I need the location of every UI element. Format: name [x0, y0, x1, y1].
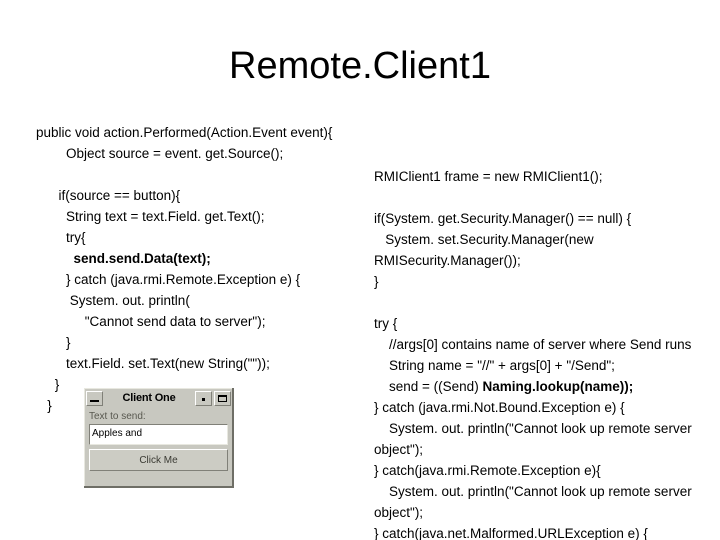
- code-line: [374, 187, 704, 208]
- window-title-bar: Client One: [84, 388, 232, 407]
- code-text: text.Field. set.Text(new String(""));: [36, 356, 270, 371]
- code-line: text.Field. set.Text(new String(""));: [36, 353, 372, 374]
- click-me-button[interactable]: Click Me: [89, 449, 228, 471]
- code-text: Object source = event. get.Source();: [36, 146, 284, 161]
- code-text: //args[0] contains name of server where …: [374, 337, 692, 352]
- code-line: [36, 164, 372, 185]
- code-text: RMISecurity.Manager());: [374, 253, 521, 268]
- code-text: }: [36, 398, 52, 413]
- code-text-emphasis: Naming.lookup(name));: [482, 379, 634, 394]
- code-line: send = ((Send) Naming.lookup(name));: [374, 376, 704, 397]
- code-line: System. out. println(: [36, 290, 372, 311]
- maximize-icon[interactable]: [214, 390, 231, 406]
- code-line: String name = "//" + args[0] + "/Send";: [374, 355, 704, 376]
- code-line: String text = text.Field. get.Text();: [36, 206, 372, 227]
- code-line: }: [374, 271, 704, 292]
- code-line: }: [36, 395, 372, 416]
- code-line: public void action.Performed(Action.Even…: [36, 122, 372, 143]
- code-line: try{: [36, 227, 372, 248]
- code-line: send.send.Data(text);: [36, 248, 372, 269]
- code-line: //args[0] contains name of server where …: [374, 334, 704, 355]
- code-line: if(System. get.Security.Manager() == nul…: [374, 208, 704, 229]
- code-text: if(System. get.Security.Manager() == nul…: [374, 211, 632, 226]
- text-to-send-input[interactable]: Apples and: [89, 424, 228, 445]
- code-text: "Cannot send data to server");: [36, 314, 266, 329]
- code-text: try {: [374, 316, 398, 331]
- code-line: try {: [374, 313, 704, 334]
- code-line: RMISecurity.Manager());: [374, 250, 704, 271]
- code-line: }: [36, 332, 372, 353]
- window-title-label: Client One: [122, 392, 176, 404]
- code-line: if(source == button){: [36, 185, 372, 206]
- code-line: [374, 292, 704, 313]
- page-title: Remote.Client1: [229, 45, 491, 87]
- code-text: System. set.Security.Manager(new: [374, 232, 594, 247]
- code-text: send = ((Send): [374, 379, 483, 394]
- code-text: System. out. println("Cannot look up rem…: [374, 484, 696, 520]
- code-text: public void action.Performed(Action.Even…: [36, 125, 333, 140]
- code-line: System. out. println("Cannot look up rem…: [374, 418, 704, 460]
- code-text: System. out. println(: [36, 293, 190, 308]
- code-block-left: public void action.Performed(Action.Even…: [36, 122, 372, 416]
- client-one-window-screenshot: Client One Text to send: Apples and Clic…: [84, 388, 234, 488]
- code-text: if(source == button){: [36, 188, 181, 203]
- code-line: RMIClient1 frame = new RMIClient1();: [374, 166, 704, 187]
- restore-icon[interactable]: [195, 390, 212, 406]
- code-line: } catch (java.rmi.Remote.Exception e) {: [36, 269, 372, 290]
- code-line: "Cannot send data to server");: [36, 311, 372, 332]
- code-text: RMIClient1 frame = new RMIClient1();: [374, 169, 603, 184]
- code-text: }: [36, 377, 60, 392]
- code-line: }: [36, 374, 372, 395]
- code-text: } catch(java.net.Malformed.URLException …: [374, 526, 648, 540]
- code-text: try{: [36, 230, 86, 245]
- code-text: String text = text.Field. get.Text();: [36, 209, 265, 224]
- code-text: String name = "//" + args[0] + "/Send";: [374, 358, 615, 373]
- code-line: } catch(java.rmi.Remote.Exception e){: [374, 460, 704, 481]
- code-text: }: [374, 274, 379, 289]
- code-line: } catch(java.net.Malformed.URLException …: [374, 523, 704, 540]
- code-text: } catch (java.rmi.Not.Bound.Exception e)…: [374, 400, 625, 415]
- code-block-right: RMIClient1 frame = new RMIClient1(); if(…: [374, 166, 704, 540]
- code-line: Object source = event. get.Source();: [36, 143, 372, 164]
- minimize-icon[interactable]: [86, 390, 103, 406]
- code-text: send.send.Data(text);: [36, 251, 211, 266]
- window-body: Text to send: Apples and Click Me: [84, 407, 232, 486]
- code-text: } catch(java.rmi.Remote.Exception e){: [374, 463, 601, 478]
- code-line: System. out. println("Cannot look up rem…: [374, 481, 704, 523]
- text-to-send-label: Text to send:: [89, 411, 146, 422]
- code-text: System. out. println("Cannot look up rem…: [374, 421, 696, 457]
- code-text: } catch (java.rmi.Remote.Exception e) {: [36, 272, 301, 287]
- code-text: }: [36, 335, 71, 350]
- code-line: } catch (java.rmi.Not.Bound.Exception e)…: [374, 397, 704, 418]
- code-line: System. set.Security.Manager(new: [374, 229, 704, 250]
